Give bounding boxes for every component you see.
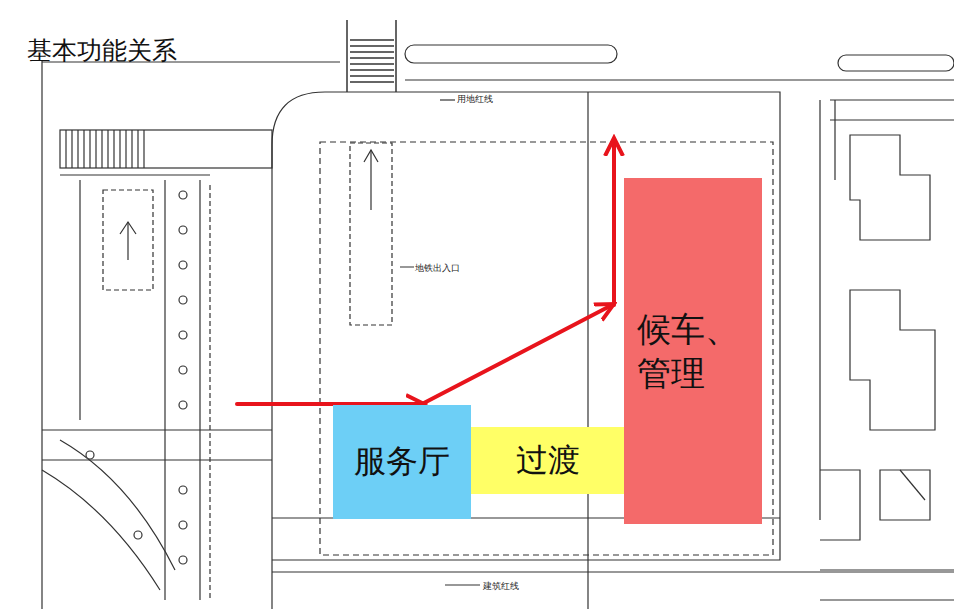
function-block: 过渡 [471,427,624,494]
block-label: 服务厅 [354,441,450,483]
function-block: 候车、 管理 [624,178,762,524]
plan-note: 用地红线 [456,93,494,106]
plan-note: 地铁出入口 [414,262,461,275]
plan-note: 建筑红线 [482,580,520,593]
block-label: 过渡 [516,440,580,482]
block-label: 候车、 管理 [637,307,749,395]
diagram-title: 基本功能关系 [26,34,178,67]
function-block: 服务厅 [333,405,471,519]
